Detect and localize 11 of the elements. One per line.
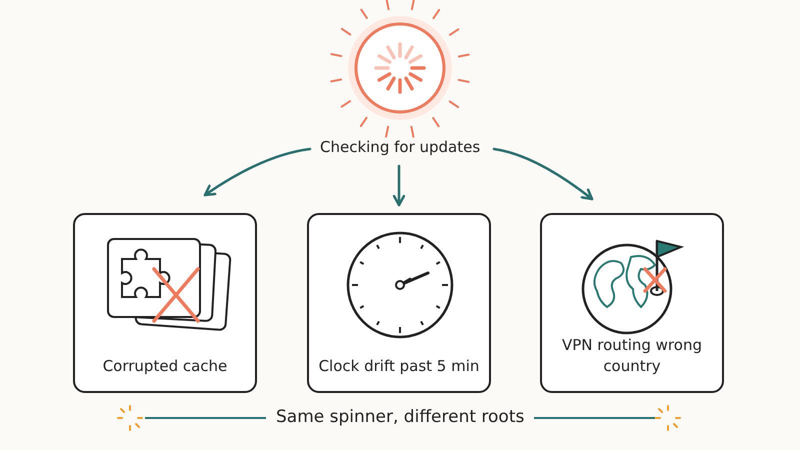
cause-card [73, 213, 257, 393]
caption: Same spinner, different roots [276, 407, 524, 427]
cause-label: Corrupted cache [102, 356, 228, 377]
arrow [392, 164, 406, 206]
cause-card [540, 213, 724, 393]
cause-label: VPN routing wrong country [561, 335, 703, 377]
status-text: Checking for updates [320, 138, 480, 160]
arrow [204, 148, 312, 196]
cause-card [307, 213, 491, 393]
cause-label: Clock drift past 5 min [318, 356, 480, 377]
arrow [492, 148, 594, 200]
